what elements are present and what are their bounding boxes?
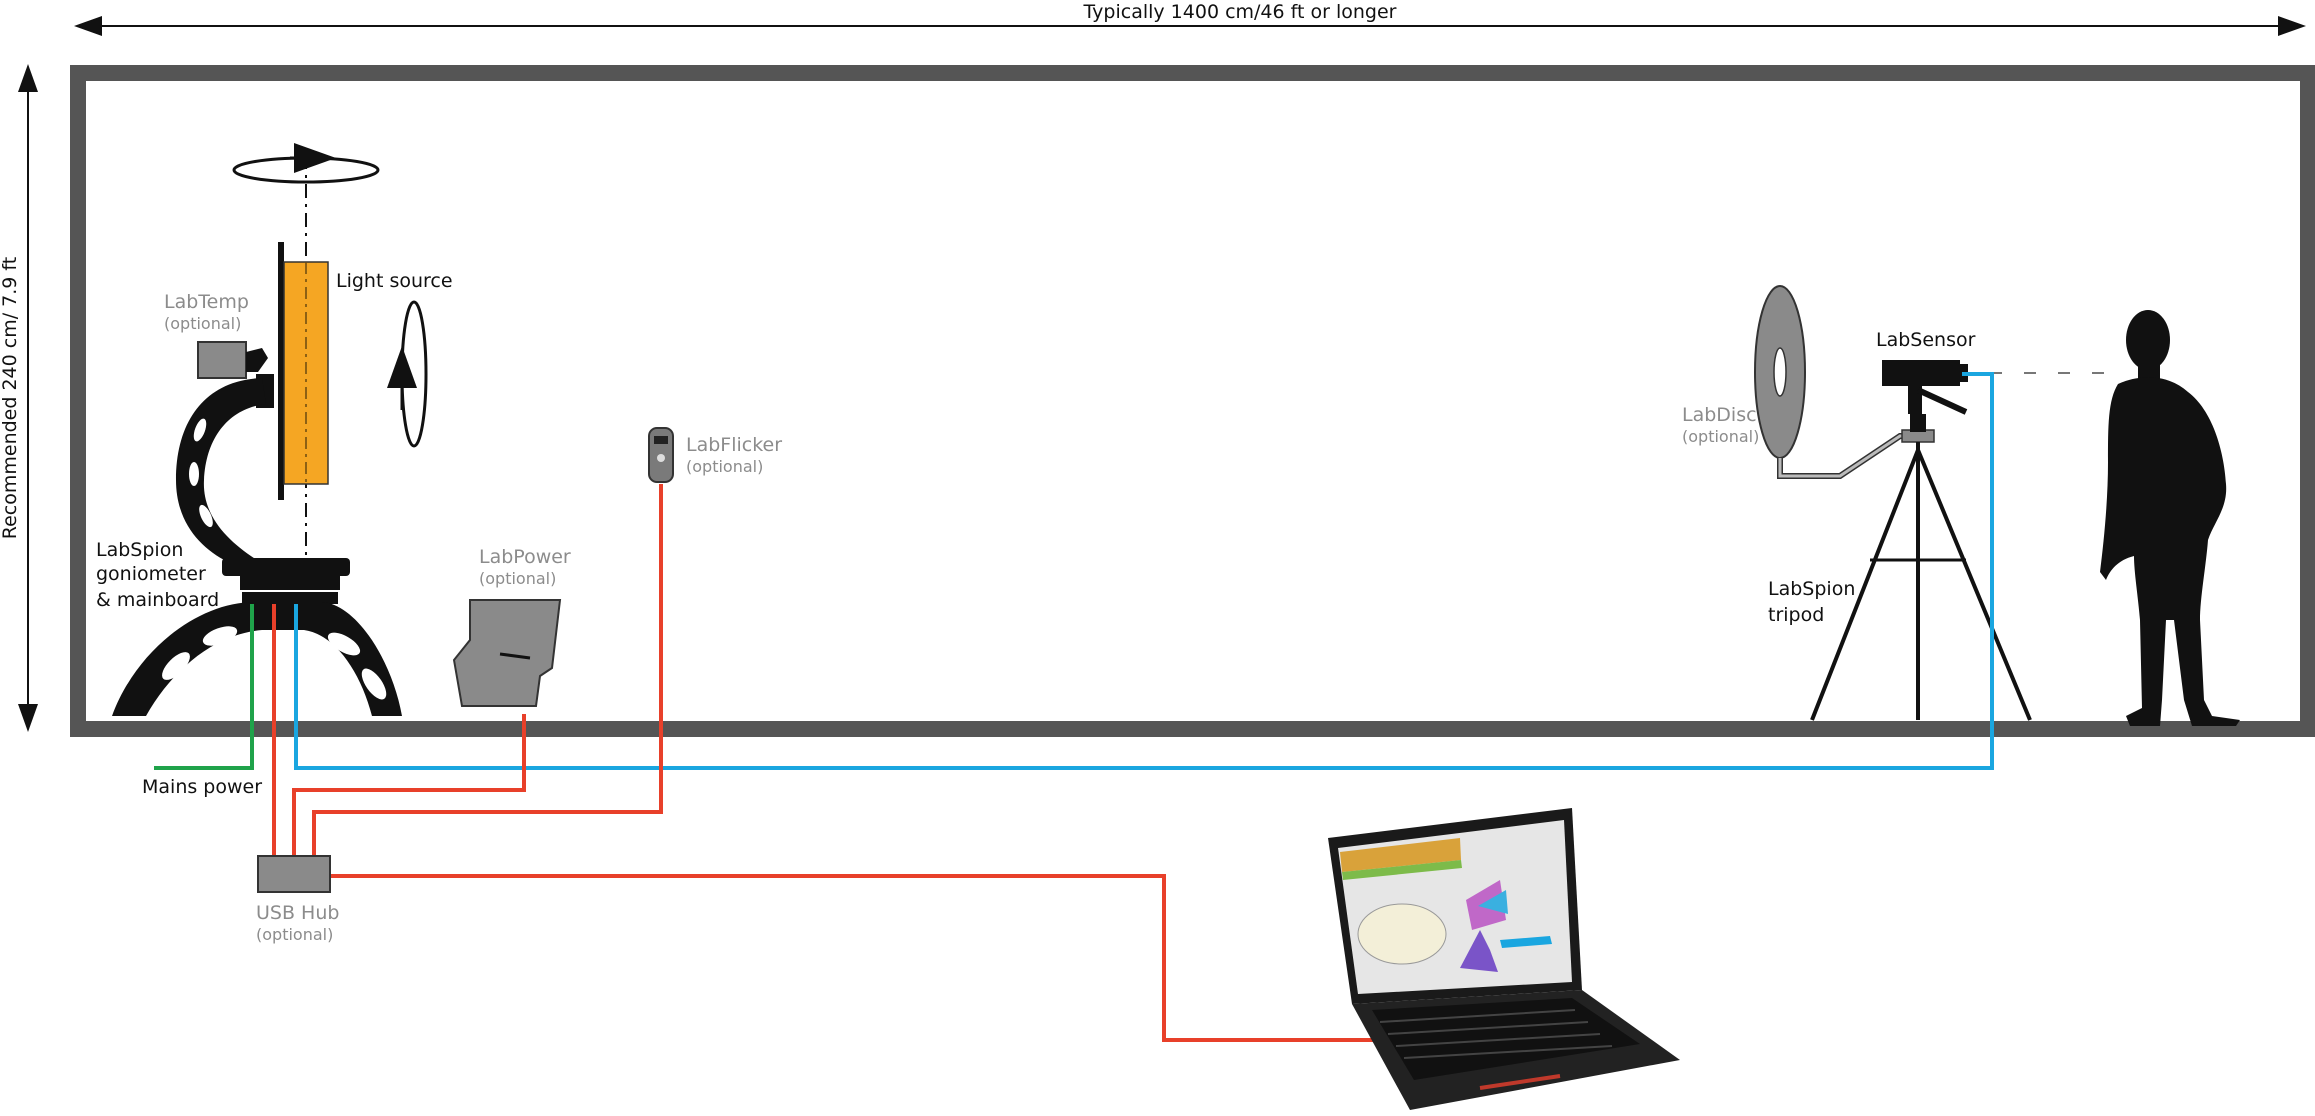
light-source-label: Light source — [336, 270, 453, 292]
labsensor-tripod: LabSensor LabSpion tripod — [1768, 329, 2110, 721]
goniometer-label-3: & mainboard — [96, 589, 219, 611]
mains-power-label: Mains power — [142, 776, 262, 798]
person-silhouette-icon — [2100, 310, 2240, 726]
labdisc-note: (optional) — [1682, 427, 1759, 446]
labdisc-label: LabDisc — [1682, 404, 1757, 426]
rotate-vertical-arrow-icon — [387, 300, 428, 448]
room-outline — [70, 65, 2315, 737]
width-dimension: Typically 1400 cm/46 ft or longer — [74, 1, 2306, 36]
usb-hub-label: USB Hub — [256, 902, 339, 924]
labdisc: LabDisc (optional) — [1682, 285, 1924, 479]
labpower-usb-cable — [292, 714, 526, 856]
goniometer-label-1: LabSpion — [96, 539, 183, 561]
labsensor-label: LabSensor — [1876, 329, 1976, 351]
usb-hub: USB Hub (optional) — [256, 855, 339, 944]
labsensor-camera — [1882, 360, 1960, 386]
labspion-goniometer: LabSpion goniometer & mainboard — [96, 378, 402, 716]
labflicker: LabFlicker (optional) — [648, 427, 782, 483]
labtemp-note: (optional) — [164, 314, 241, 333]
laptop-icon — [1328, 808, 1680, 1110]
light-source-assembly: Light source — [232, 143, 453, 560]
mains-power-cable — [154, 604, 254, 770]
labflicker-label: LabFlicker — [686, 434, 782, 456]
height-dimension-label: Recommended 240 cm/ 7.9 ft — [0, 257, 21, 539]
tripod-label-2: tripod — [1768, 604, 1824, 626]
width-dimension-label: Typically 1400 cm/46 ft or longer — [1083, 1, 1397, 23]
light-mount-plate — [278, 242, 284, 500]
goniometer-label-2: goniometer — [96, 563, 206, 585]
labtemp-label: LabTemp — [164, 291, 249, 313]
labtemp: LabTemp (optional) — [164, 291, 274, 408]
labpower: LabPower (optional) — [452, 546, 571, 707]
rotate-horizontal-arrow-icon — [232, 143, 380, 184]
labtemp-box — [197, 341, 247, 379]
labpower-note: (optional) — [479, 569, 556, 588]
laptop-usb-cable — [330, 874, 1378, 1042]
cables — [154, 372, 1994, 1042]
labsensor-data-cable — [294, 372, 1994, 770]
tripod-label-1: LabSpion — [1768, 578, 1855, 600]
labflicker-usb-cable — [312, 484, 663, 856]
usb-hub-note: (optional) — [256, 925, 333, 944]
labflicker-note: (optional) — [686, 457, 763, 476]
labpower-label: LabPower — [479, 546, 571, 568]
height-dimension: Recommended 240 cm/ 7.9 ft — [0, 64, 38, 732]
usb-hub-box — [257, 855, 331, 893]
